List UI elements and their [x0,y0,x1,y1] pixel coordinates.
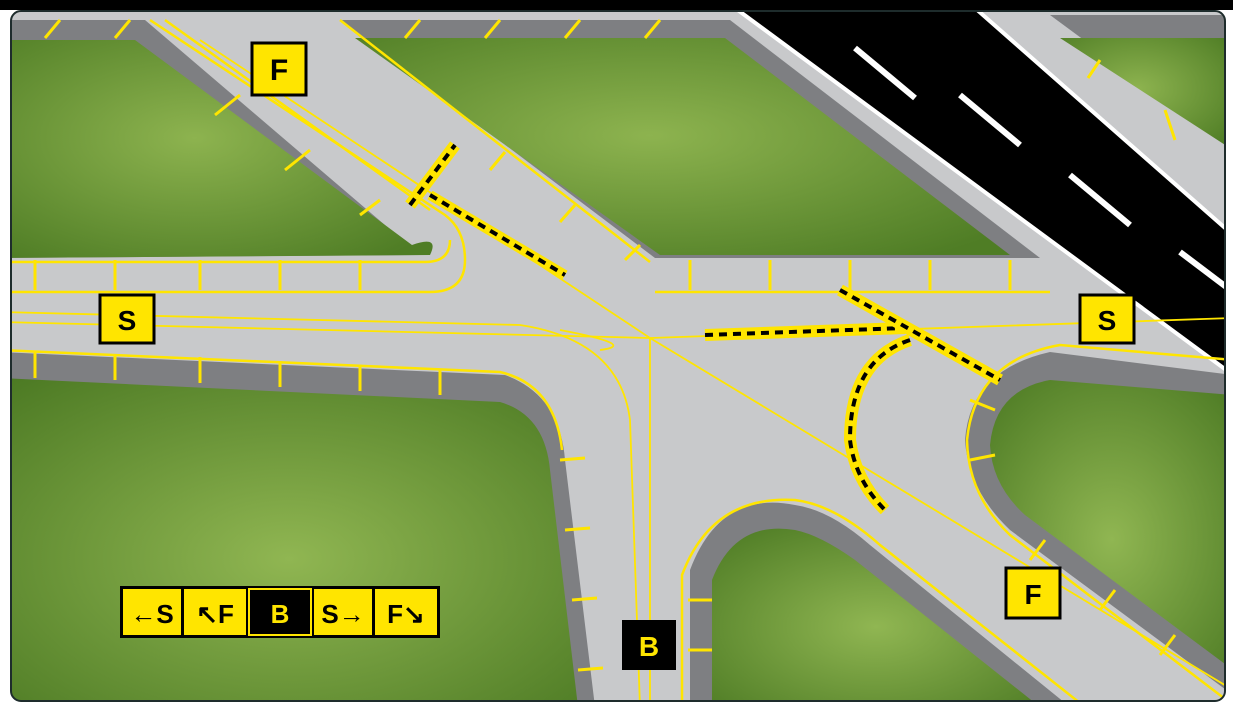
sign-b-label: B [639,631,659,662]
top-bar [0,0,1233,10]
grass-area-bottom-middle [690,502,1070,701]
frame-border [10,10,1226,702]
grass-area-right [965,352,1225,695]
taxiway-edge-lines [11,18,1225,701]
sign-b: B [622,620,676,670]
grass-area-top-right [1050,15,1225,150]
shoulder-markings [33,19,1177,672]
grass-area-bottom-left [11,352,595,701]
sign-s-right: S [1078,293,1136,345]
holding-position-markings [405,141,1003,515]
direction-panel-up-left-f: ↖F [196,599,234,629]
direction-panel-right-s: S→ [321,599,364,629]
grass-area-top-middle [340,20,1040,258]
sign-f-top-label: F [270,54,288,87]
direction-sign-array: ←S ↖F B S→ F↘ [120,586,440,638]
direction-panel-left-s: ←S [130,599,173,629]
location-panel-b: B [271,599,290,629]
sign-s-left-label: S [118,305,137,336]
grass-area-top-left [11,20,433,258]
sign-f-bottom: F [1004,566,1062,620]
sign-f-top: F [250,41,308,97]
sign-s-left: S [98,293,156,345]
direction-panel-down-right-f: F↘ [387,599,425,629]
sign-s-right-label: S [1098,305,1117,336]
sign-f-bottom-label: F [1024,579,1041,610]
runway-edge-line [728,11,1225,379]
